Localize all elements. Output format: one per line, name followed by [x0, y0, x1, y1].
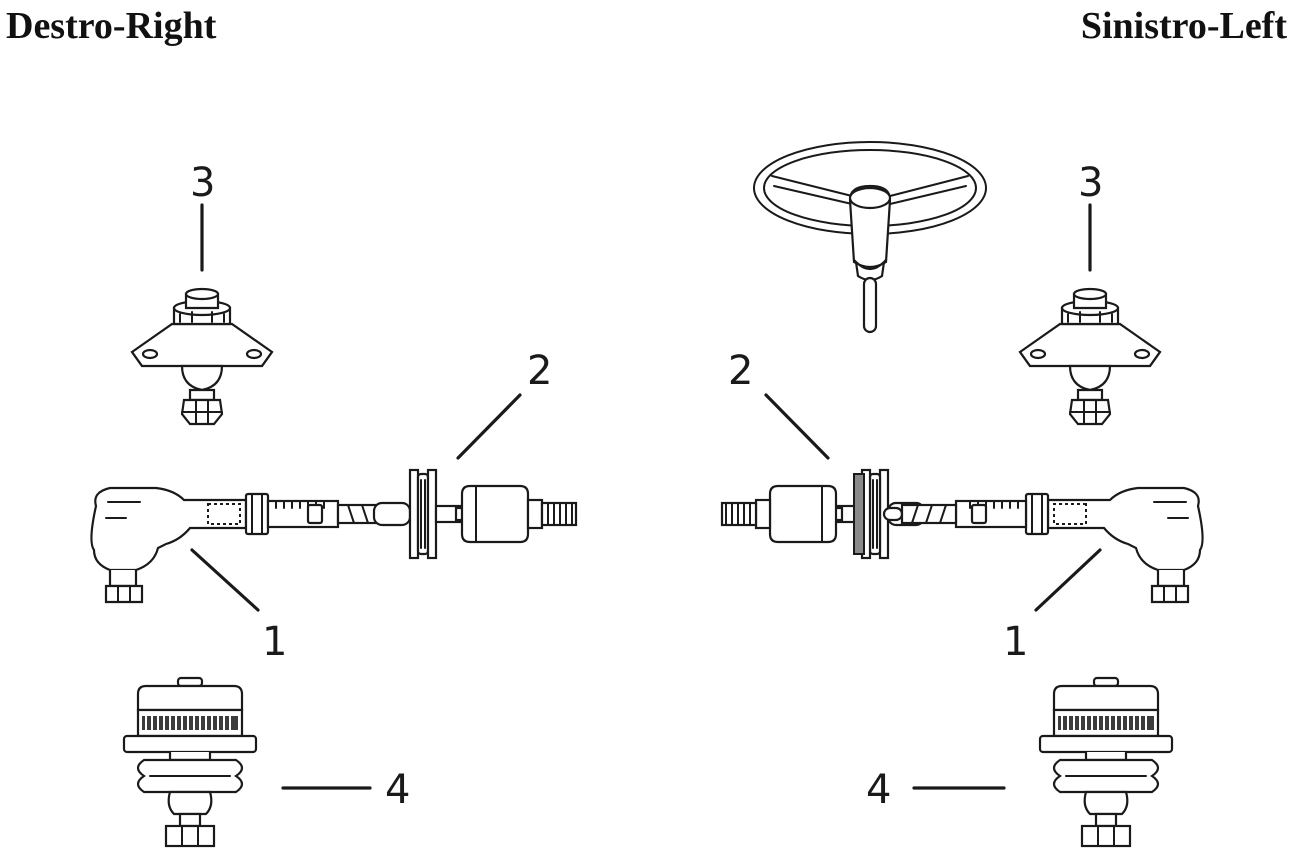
tie-rod-end-part [90, 486, 412, 604]
leader-line-1 [190, 548, 260, 612]
strut-mount-part [1018, 287, 1162, 426]
leader-line-2 [764, 393, 830, 460]
title-destro-right: Destro-Right [6, 5, 217, 47]
steering-wheel [753, 141, 987, 334]
title-sinistro-left: Sinistro-Left [1080, 5, 1287, 47]
callout-1: 1 [1003, 619, 1028, 665]
callout-3: 3 [1078, 160, 1103, 206]
callout-2: 2 [527, 348, 552, 394]
ball-joint-part [122, 676, 258, 848]
rack-end-part [372, 468, 578, 560]
callout-2: 2 [728, 348, 753, 394]
left-hand-drive-assembly: 3 2 1 4 [720, 141, 1204, 848]
right-hand-drive-assembly: 3 1 2 4 [90, 160, 578, 848]
leader-line-1 [1034, 548, 1102, 612]
callout-4: 4 [385, 767, 410, 813]
tie-rod-end-part [882, 486, 1204, 604]
callout-3: 3 [190, 160, 215, 206]
callout-1: 1 [262, 619, 287, 665]
callout-4: 4 [866, 767, 891, 813]
leader-line-2 [456, 393, 522, 460]
rack-end-part [720, 468, 926, 560]
ball-joint-part [1038, 676, 1174, 848]
strut-mount-part [130, 287, 274, 426]
